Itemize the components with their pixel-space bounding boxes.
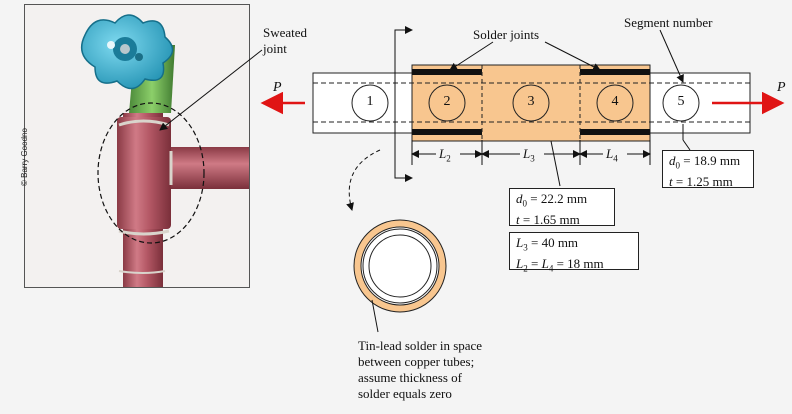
solder-joint-bar bbox=[412, 129, 482, 135]
segment-circle bbox=[596, 84, 634, 122]
tin-lead-label-3: assume thickness of bbox=[358, 370, 462, 385]
solder-joint-bar bbox=[412, 69, 482, 75]
sweated-joint-label-1: Sweated bbox=[263, 25, 308, 40]
solder-joint-bar bbox=[580, 129, 650, 135]
sweated-joint-leader bbox=[159, 49, 263, 131]
tin-lead-label-4: solder equals zero bbox=[358, 386, 452, 401]
solder-joint-bar bbox=[580, 69, 650, 75]
valve-handle-icon bbox=[80, 14, 174, 90]
segment-number-5: 5 bbox=[677, 94, 685, 109]
load-label-right: P bbox=[777, 80, 786, 95]
dim-label-L4: L4 bbox=[606, 146, 618, 164]
sweated-joint-label-2: joint bbox=[263, 41, 287, 56]
cross-section bbox=[353, 219, 447, 313]
segment-number-1: 1 bbox=[366, 94, 374, 109]
dim-label-L3: L3 bbox=[523, 146, 535, 164]
segment-number-label: Segment number bbox=[624, 15, 713, 30]
lengths-box: L3 = 40 mm L2 = L4 = 18 mm bbox=[509, 232, 639, 273]
segment-number-2: 2 bbox=[443, 94, 451, 109]
dim-label-L2: L2 bbox=[439, 146, 451, 164]
segment-circle bbox=[428, 84, 466, 122]
segment-circle bbox=[662, 84, 700, 122]
tin-lead-label-2: between copper tubes; bbox=[358, 354, 475, 369]
copper-pipe-photo bbox=[25, 5, 249, 287]
segment-number-3: 3 bbox=[527, 94, 535, 109]
tin-lead-label-1: Tin-lead solder in space bbox=[358, 338, 483, 353]
segment-circle bbox=[512, 84, 550, 122]
outer-tube-dimensions-box: d0 = 18.9 mm t = 1.25 mm bbox=[662, 150, 754, 189]
solder-joints-label: Solder joints bbox=[473, 27, 540, 42]
load-label-left: P bbox=[273, 80, 282, 95]
segment-circle bbox=[351, 84, 389, 122]
segment-number-4: 4 bbox=[611, 94, 619, 109]
photo-sweated-joint bbox=[24, 4, 250, 288]
middle-tube-dimensions-box: d0 = 22.2 mm t = 1.65 mm bbox=[509, 188, 615, 227]
